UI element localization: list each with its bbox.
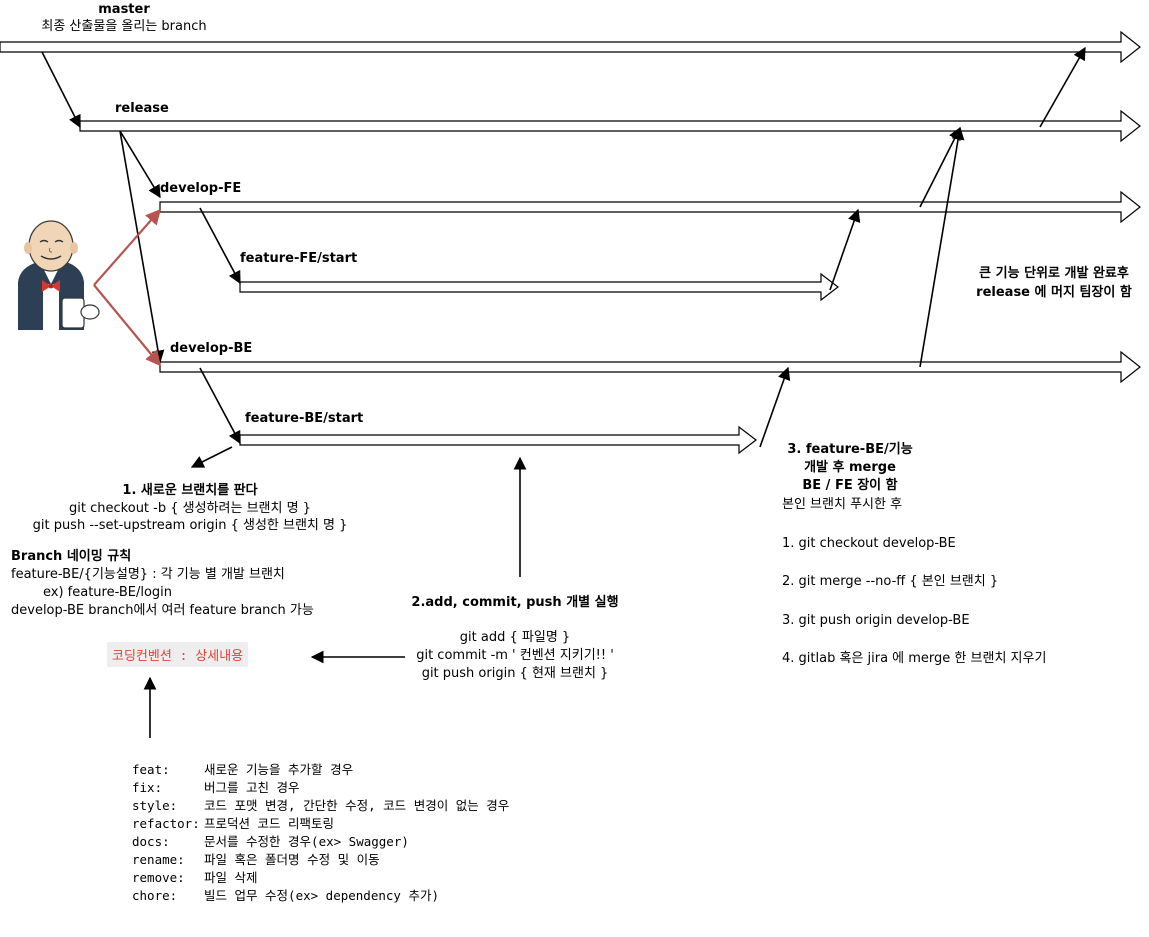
release-to-develop-be-arrow xyxy=(119,130,165,364)
release-to-master-arrow xyxy=(1039,46,1086,128)
feature-fe-merge-arrow xyxy=(829,208,861,291)
release-note-line1: 큰 기능 단위로 개발 완료후 xyxy=(979,266,1129,281)
develop-fe-label: develop-FE xyxy=(160,181,242,196)
convention-desc: 파일 삭제 xyxy=(204,870,258,885)
step3-title-line2: 개발 후 merge xyxy=(804,460,896,475)
convention-key: fix: xyxy=(132,780,163,795)
coding-convention-badge: 코딩컨벤션 : 상세내용 xyxy=(107,642,249,667)
step1-command-checkout: git checkout -b { 생성하려는 브랜치 명 } xyxy=(69,501,311,516)
step3-title-line3: BE / FE 장이 함 xyxy=(802,478,898,493)
master-description: 최종 산출물을 올리는 branch xyxy=(41,19,207,34)
master-to-release-arrow xyxy=(41,51,81,129)
convention-key: refactor: xyxy=(132,816,200,831)
convention-key: docs: xyxy=(132,834,170,849)
step3-subtitle: 본인 브랜치 푸시한 후 xyxy=(782,497,903,512)
develop-fe-to-release-arrow xyxy=(919,126,961,208)
convention-row: remove: 파일 삭제 xyxy=(132,867,258,886)
release-to-develop-fe-arrow xyxy=(119,130,161,199)
convention-row: feat: 새로운 기능을 추가할 경우 xyxy=(132,759,353,778)
convention-key: style: xyxy=(132,798,178,813)
jenkins-to-develop-fe-arrow xyxy=(93,208,162,286)
step3-item2: 2. git merge --no-ff { 본인 브랜치 } xyxy=(782,574,999,589)
convention-key: feat: xyxy=(132,762,170,777)
jenkins-to-develop-be-arrow xyxy=(93,284,161,367)
convention-row: fix: 버그를 고친 경우 xyxy=(132,777,300,796)
feature-fe-label: feature-FE/start xyxy=(240,251,358,266)
master-branch-arrow xyxy=(0,30,1141,64)
convention-key: rename: xyxy=(132,852,185,867)
feature-be-branch-arrow xyxy=(239,425,757,455)
convention-row: docs: 문서를 수정한 경우(ex> Swagger) xyxy=(132,831,409,850)
step2-command-commit: git commit -m ' 컨벤션 지키기!! ' xyxy=(416,648,614,663)
convention-key: remove: xyxy=(132,870,185,885)
step3-item4: 4. gitlab 혹은 jira 에 merge 한 브랜치 지우기 xyxy=(782,651,1047,666)
feature-fe-branch-arrow xyxy=(239,272,839,302)
convention-desc: 새로운 기능을 추가할 경우 xyxy=(204,762,354,777)
convention-desc: 파일 혹은 폴더명 수정 및 이동 xyxy=(204,852,380,867)
convention-desc: 프로덕션 코드 리팩토링 xyxy=(204,816,335,831)
convention-desc: 빌드 업무 수정(ex> dependency 추가) xyxy=(204,888,439,903)
step2-command-push: git push origin { 현재 브랜치 } xyxy=(421,666,609,681)
release-note-text: release 에 머지 팀장이 함 xyxy=(976,285,1132,300)
develop-be-label: develop-BE xyxy=(170,341,253,356)
feature-be-merge-arrow xyxy=(759,366,791,448)
step1-command-push: git push --set-upstream origin { 생성한 브랜치… xyxy=(32,518,348,533)
master-label: master xyxy=(98,2,150,17)
develop-be-to-release-arrow xyxy=(919,126,965,368)
naming-line1: feature-BE/{기능설명} : 각 기능 별 개발 브랜치 xyxy=(11,567,285,582)
develop-be-to-feature-arrow xyxy=(199,367,241,445)
naming-title: Branch 네이밍 규칙 xyxy=(11,549,132,564)
step1-title: 1. 새로운 브랜치를 판다 xyxy=(122,483,258,498)
release-note-line2: release 에 머지 팀장이 함 xyxy=(976,284,1132,301)
release-branch-arrow xyxy=(79,109,1141,143)
develop-be-branch-arrow xyxy=(159,350,1141,384)
naming-line3: develop-BE branch에서 여러 feature branch 가능 xyxy=(11,603,314,618)
step1-pointer-arrow xyxy=(190,446,233,468)
convention-desc: 문서를 수정한 경우(ex> Swagger) xyxy=(204,834,409,849)
convention-row: style: 코드 포맷 변경, 간단한 수정, 코드 변경이 없는 경우 xyxy=(132,795,509,814)
jenkins-butler-icon xyxy=(18,220,100,332)
release-label: release xyxy=(115,101,169,116)
convention-row: rename: 파일 혹은 폴더명 수정 및 이동 xyxy=(132,849,380,868)
convention-row: refactor: 프로덕션 코드 리팩토링 xyxy=(132,813,334,832)
naming-line2: ex) feature-BE/login xyxy=(43,585,173,600)
step3-item3: 3. git push origin develop-BE xyxy=(782,613,970,628)
convention-desc: 코드 포맷 변경, 간단한 수정, 코드 변경이 없는 경우 xyxy=(204,798,510,813)
step3-title-line1: 3. feature-BE/기능 xyxy=(787,442,913,457)
convention-desc: 버그를 고친 경우 xyxy=(204,780,300,795)
develop-fe-to-feature-arrow xyxy=(199,207,241,285)
convention-row: chore: 빌드 업무 수정(ex> dependency 추가) xyxy=(132,885,439,904)
develop-fe-branch-arrow xyxy=(159,190,1141,224)
feature-be-label: feature-BE/start xyxy=(245,411,364,426)
convention-key: chore: xyxy=(132,888,178,903)
step3-item1: 1. git checkout develop-BE xyxy=(782,536,956,551)
step2-title: 2.add, commit, push 개별 실행 xyxy=(411,595,619,610)
step2-command-add: git add { 파일명 } xyxy=(459,630,571,645)
